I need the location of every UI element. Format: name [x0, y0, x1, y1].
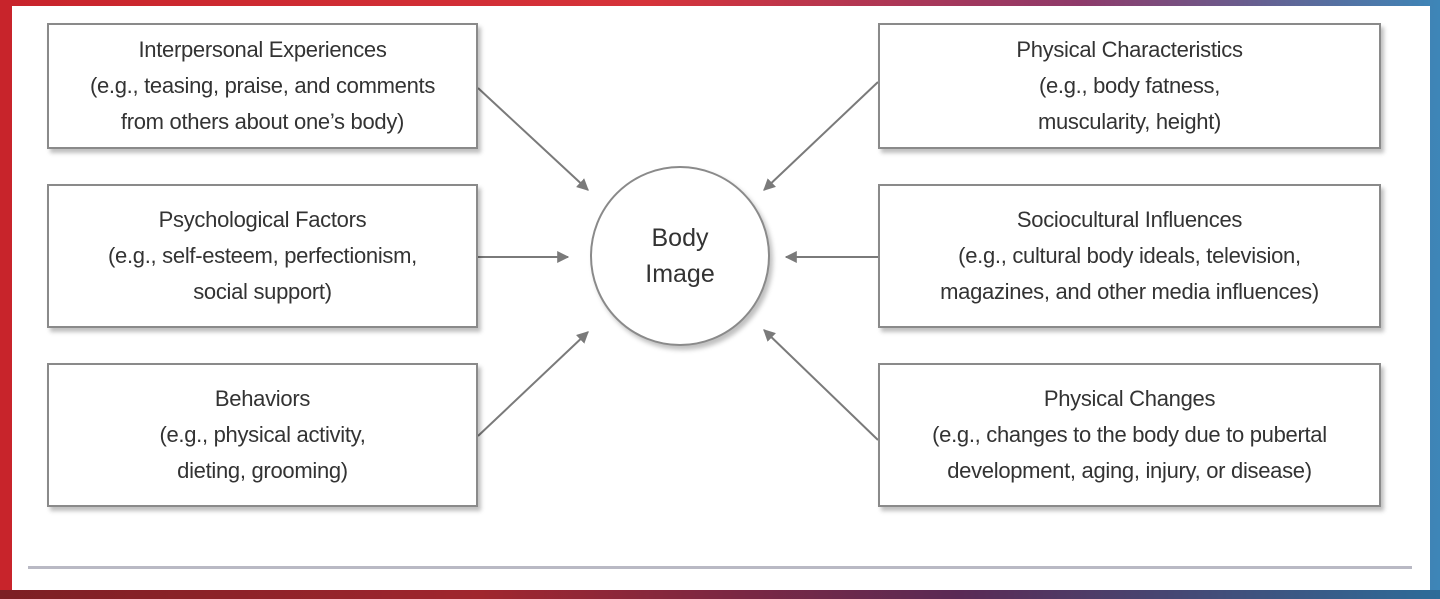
- box-sociocultural-influences: Sociocultural Influences (e.g., cultural…: [878, 184, 1381, 328]
- arrow-physical-characteristics: [763, 81, 879, 191]
- divider-rule: [28, 566, 1412, 569]
- box-example-cont: development, aging, injury, or disease): [947, 458, 1312, 483]
- box-example: (e.g., self-esteem, perfectionism,: [108, 243, 417, 268]
- arrows-layer: [477, 81, 879, 441]
- arrow-interpersonal: [477, 87, 589, 191]
- box-title: Sociocultural Influences: [1016, 207, 1243, 232]
- box-physical-characteristics: Physical Characteristics (e.g., body fat…: [878, 23, 1381, 149]
- body-image-node: Body Image: [590, 166, 770, 346]
- box-physical-changes: Physical Changes (e.g., changes to the b…: [878, 363, 1381, 507]
- box-behaviors: Behaviors (e.g., physical activity, diet…: [47, 363, 478, 507]
- box-example-cont: from others about one’s body): [120, 109, 405, 134]
- box-example-cont: social support): [193, 279, 332, 304]
- box-example-cont: magazines, and other media influences): [940, 279, 1319, 304]
- arrow-physical-changes: [763, 329, 879, 441]
- box-example-cont: dieting, grooming): [177, 458, 348, 483]
- arrow-behaviors: [477, 331, 589, 437]
- diagram-canvas: Interpersonal Experiences (e.g., teasing…: [12, 6, 1430, 590]
- box-example: (e.g., body fatness,: [1038, 73, 1221, 98]
- frame-bottom-band: [0, 590, 1440, 599]
- box-interpersonal-experiences: Interpersonal Experiences (e.g., teasing…: [47, 23, 478, 149]
- box-title: Behaviors: [214, 386, 311, 411]
- box-title: Physical Characteristics: [1016, 37, 1243, 62]
- box-example: (e.g., changes to the body due to pubert…: [932, 422, 1327, 447]
- box-example: (e.g., teasing, praise, and comments: [89, 73, 436, 98]
- box-psychological-factors: Psychological Factors (e.g., self-esteem…: [47, 184, 478, 328]
- center-label-line1: Body: [651, 224, 709, 252]
- box-title: Physical Changes: [1043, 386, 1216, 411]
- box-title: Interpersonal Experiences: [138, 37, 387, 62]
- box-title: Psychological Factors: [158, 207, 367, 232]
- center-label-line2: Image: [645, 260, 715, 288]
- box-example-cont: muscularity, height): [1037, 109, 1222, 134]
- box-example: (e.g., cultural body ideals, television,: [958, 243, 1301, 268]
- box-example: (e.g., physical activity,: [159, 422, 366, 447]
